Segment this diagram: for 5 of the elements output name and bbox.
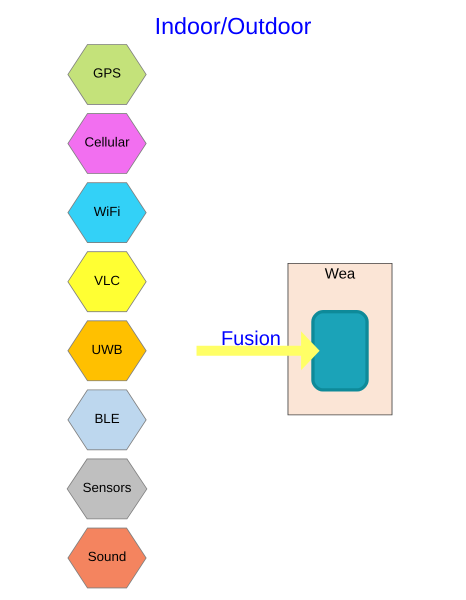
diagram-title: Indoor/Outdoor bbox=[154, 13, 312, 39]
node-box bbox=[311, 310, 369, 392]
cluster: Wea bbox=[288, 262, 392, 416]
arrow bbox=[196, 331, 320, 370]
edge-label: Fusion bbox=[220, 328, 281, 350]
